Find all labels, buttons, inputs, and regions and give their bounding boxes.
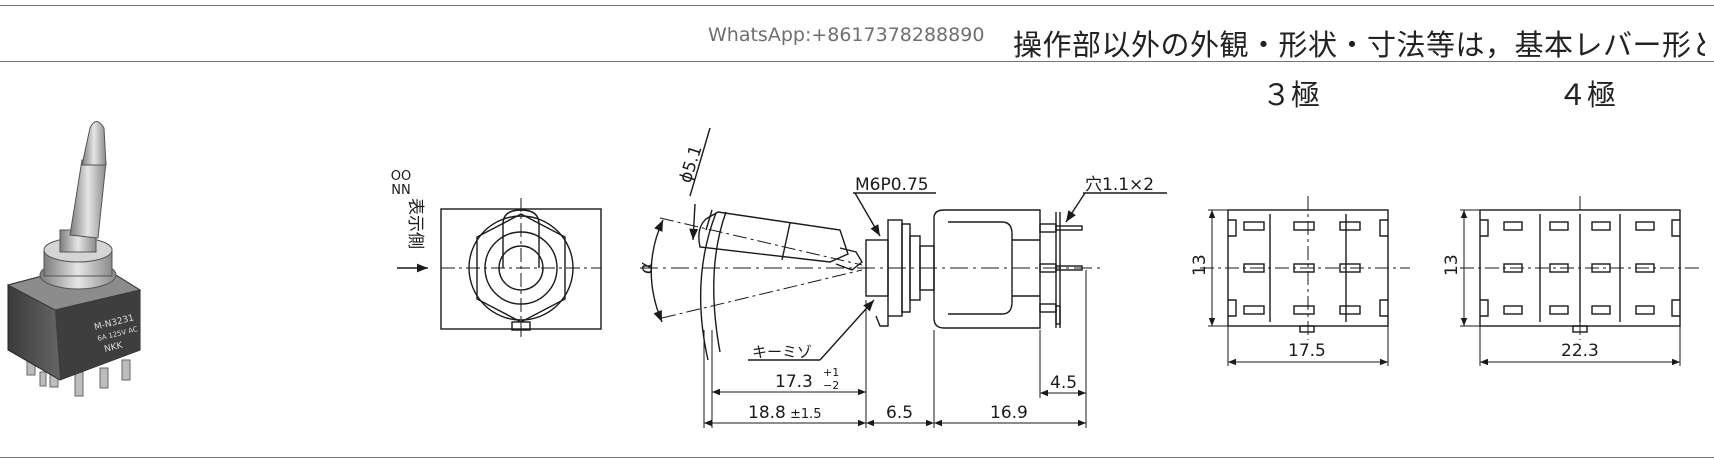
hole-label: 穴1.1×2 [1085, 175, 1154, 195]
diameter-label: ϕ5.1 [676, 143, 707, 186]
three-pole-heading: ３極 [1262, 78, 1321, 112]
header-note: 操作部以外の外観・形状・寸法等は，基本レバー形と同 [1013, 28, 1705, 62]
four-pole-heading: ４極 [1558, 78, 1617, 112]
thread-label: M6P0.75 [855, 175, 929, 195]
dim-4-5: 4.5 [1050, 373, 1077, 393]
dim-6-5: 6.5 [886, 403, 913, 423]
key-groove-label: キーミゾ [752, 343, 812, 361]
dim-18-8-tol: ±1.5 [790, 407, 822, 422]
indicator-bottom: NN [391, 183, 410, 198]
whatsapp-watermark: WhatsApp:+8617378288890 [708, 24, 985, 46]
photo-marking-3: NKK [103, 340, 124, 354]
switch-photo: M-N3231 6A 125V AC NKK [6, 121, 142, 397]
dim-17-3-tol-plus: +1 [823, 366, 839, 379]
top-rule [0, 5, 1714, 6]
bottom-rule [0, 457, 1714, 458]
dim-17-3-tol-minus: −2 [823, 379, 839, 392]
four-pole-view: 13 22.3 [1442, 196, 1700, 366]
four-pole-width: 22.3 [1561, 341, 1599, 361]
three-pole-view: 13 17.5 [1190, 196, 1410, 366]
header-bottom-rule [0, 61, 1714, 62]
header-banner: WhatsApp:+8617378288890 操作部以外の外観・形状・寸法等は… [705, 4, 1705, 62]
side-view: α ϕ5.1 M6P0.75 穴1.1×2 キーミゾ [636, 127, 1167, 428]
three-pole-width: 17.5 [1288, 341, 1326, 361]
angle-label: α [636, 262, 657, 274]
indicator-top: OO [391, 169, 411, 184]
four-pole-height: 13 [1442, 254, 1462, 276]
indicator-label: 表示側 [405, 198, 425, 249]
dim-17-3: 17.3 [775, 372, 813, 392]
dim-16-9: 16.9 [990, 403, 1028, 423]
front-view: OO NN 表示側 [391, 169, 602, 340]
dim-18-8: 18.8 [748, 403, 786, 423]
three-pole-height: 13 [1190, 254, 1210, 276]
